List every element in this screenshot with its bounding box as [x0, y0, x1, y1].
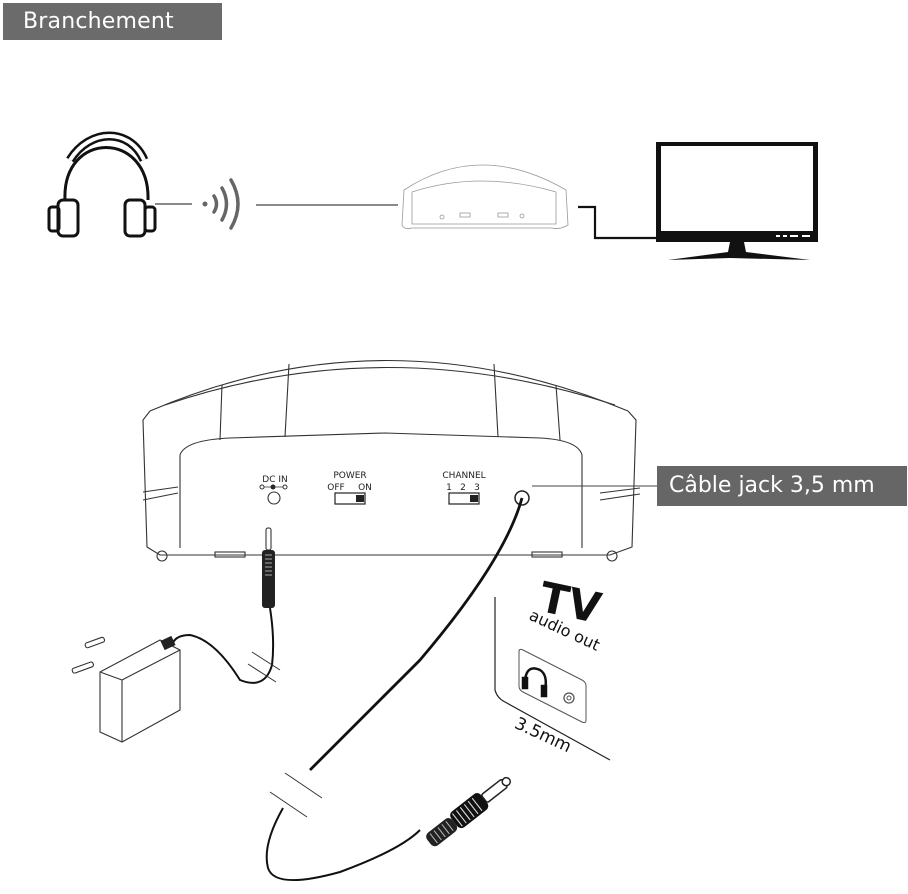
channel-switch[interactable]: CHANNEL 1 2 3: [442, 471, 486, 505]
tv-cable: [578, 205, 660, 240]
power-switch[interactable]: POWER OFF ON: [327, 471, 372, 505]
headphones-icon: [47, 131, 157, 238]
svg-text:2: 2: [460, 483, 466, 493]
section-title: Branchement: [3, 3, 222, 40]
dc-in-port: DC IN: [259, 475, 288, 505]
svg-text:1: 1: [446, 483, 452, 493]
jack-size-label: 3.5mm: [511, 714, 574, 758]
audio-jack-plug-icon: [426, 776, 511, 847]
audio-in-port: [514, 485, 657, 506]
transmitter-base: [142, 360, 641, 562]
power-on-label: ON: [358, 483, 372, 493]
tv-audio-out-panel: TV audio out 3.5mm: [494, 572, 611, 761]
dc-in-label: DC IN: [262, 475, 287, 485]
transmitter-base-small-icon: [401, 164, 569, 229]
power-adapter-icon: [71, 635, 181, 743]
cable-callout: Câble jack 3,5 mm: [657, 466, 907, 506]
headphone-port-icon: [521, 667, 548, 698]
svg-text:3: 3: [474, 483, 480, 493]
wireless-signal-icon: [202, 178, 240, 230]
power-label: POWER: [333, 471, 366, 481]
channel-label: CHANNEL: [442, 471, 485, 481]
power-off-label: OFF: [327, 483, 344, 493]
dc-plug-icon: [262, 527, 275, 608]
tv-icon: [656, 142, 818, 260]
